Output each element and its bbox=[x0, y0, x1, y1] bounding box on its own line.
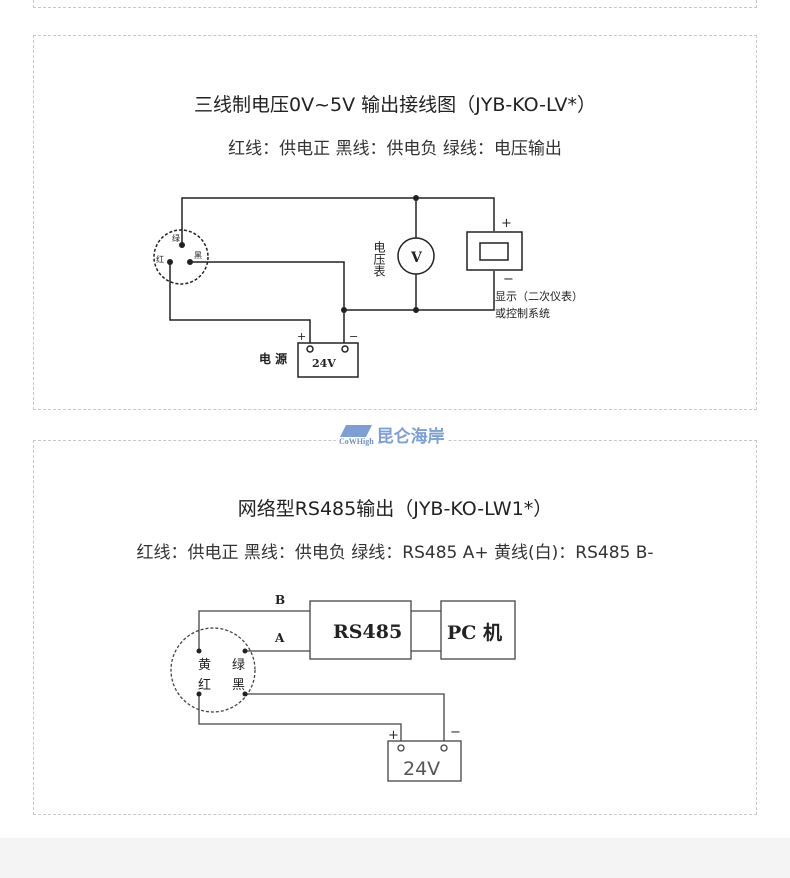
voltage-wiring-diagram: 绿 红 黑 V 电压表 + − 显示（二次仪表） 或控制系统 + − 电 源 2… bbox=[153, 195, 583, 378]
previous-panel bbox=[33, 0, 757, 8]
connector-label: 红 bbox=[198, 677, 211, 693]
brand-logo: CoWHigh 昆仑海岸 bbox=[336, 422, 448, 447]
connector-label: 红 bbox=[156, 254, 164, 264]
line-a-label: A bbox=[274, 631, 285, 645]
display-label: 显示（二次仪表） bbox=[495, 289, 583, 303]
connector-label: 绿 bbox=[172, 234, 180, 243]
rs485-wiring-panel: 网络型RS485输出（JYB-KO-LW1*） 红线：供电正 黑线：供电负 绿线… bbox=[33, 440, 757, 815]
plus-sign: + bbox=[297, 330, 306, 343]
minus-sign: − bbox=[349, 330, 358, 343]
voltage-wiring-panel: 三线制电压0V~5V 输出接线图（JYB-KO-LV*） 红线：供电正 黑线：供… bbox=[33, 35, 757, 410]
power-value: 24V bbox=[312, 357, 336, 370]
logo-text: 昆仑海岸 bbox=[376, 427, 445, 447]
plus-sign: + bbox=[388, 728, 399, 743]
connector-label: 黑 bbox=[232, 678, 245, 693]
power-label: 电 源 bbox=[259, 351, 287, 366]
connector-label: 黑 bbox=[194, 251, 202, 260]
sensor-connector bbox=[170, 627, 256, 713]
connector-label: 黄 bbox=[198, 658, 211, 673]
power-value: 24V bbox=[403, 758, 440, 780]
power-supply bbox=[387, 740, 462, 782]
wire-legend: 红线：供电正 黑线：供电负 绿线：RS485 A+ 黄线(白)：RS485 B- bbox=[136, 543, 654, 563]
section-title: 三线制电压0V~5V 输出接线图（JYB-KO-LV*） bbox=[194, 94, 596, 116]
voltmeter bbox=[397, 237, 435, 275]
pc bbox=[440, 600, 516, 660]
wire-legend: 红线：供电正 黑线：供电负 绿线：电压输出 bbox=[228, 139, 562, 159]
rs485-label: RS485 bbox=[333, 621, 402, 643]
page-footer bbox=[0, 838, 790, 878]
logo-subtext: CoWHigh bbox=[339, 436, 374, 446]
display-label: 或控制系统 bbox=[495, 306, 550, 320]
rs485-converter bbox=[309, 600, 412, 660]
minus-sign: − bbox=[503, 272, 514, 287]
connector-label: 绿 bbox=[232, 658, 245, 673]
rs485-wiring-diagram: 黄 绿 红 黑 B A RS485 PC 机 + − 24V bbox=[170, 593, 516, 782]
logo-mark: CoWHigh bbox=[339, 424, 374, 446]
voltmeter-label: 电压表 bbox=[372, 241, 386, 277]
line-b-label: B bbox=[275, 593, 285, 607]
voltmeter-symbol: V bbox=[410, 250, 423, 266]
minus-sign: − bbox=[450, 725, 461, 740]
pc-label: PC 机 bbox=[447, 622, 502, 644]
display-instrument bbox=[466, 231, 523, 271]
plus-sign: + bbox=[501, 216, 512, 231]
sensor-connector bbox=[153, 229, 209, 285]
section-title: 网络型RS485输出（JYB-KO-LW1*） bbox=[237, 498, 553, 520]
logo-icon bbox=[340, 424, 373, 437]
